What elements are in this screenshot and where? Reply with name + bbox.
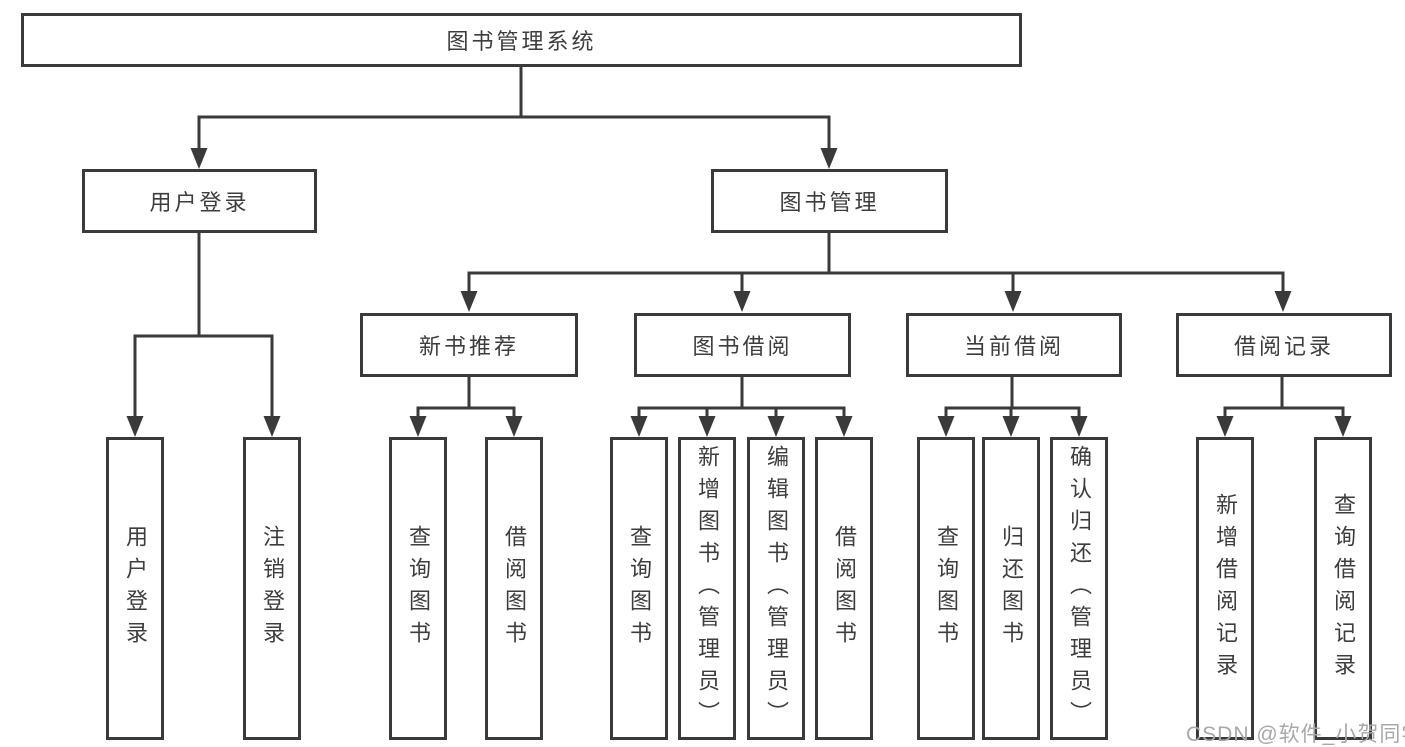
node-root-system: 图书管理系统 (21, 13, 1022, 67)
leaf-edit-book-admin: 编辑图书（管理员） (747, 437, 805, 740)
leaf-confirm-return-admin: 确认归还（管理员） (1050, 437, 1108, 740)
arrowhead-down (835, 416, 853, 437)
leaf-add-book-admin: 新增图书（管理员） (678, 437, 736, 740)
node-new-book-recommend: 新书推荐 (360, 313, 578, 377)
node-current-borrow: 当前借阅 (906, 313, 1122, 377)
leaf-query-book-borrow: 查询图书 (610, 437, 668, 740)
arrowhead-down (630, 416, 648, 437)
arrowhead-down (1334, 416, 1352, 437)
leaf-add-borrow-record: 新增借阅记录 (1196, 437, 1254, 740)
node-user-login-branch: 用户登录 (82, 169, 317, 233)
leaf-query-book-recommend-label: 查询图书 (406, 524, 431, 653)
arrowhead-down (767, 416, 785, 437)
leaf-logout-login: 注销登录 (243, 437, 301, 740)
arrowhead-down (1002, 416, 1020, 437)
node-user-login-branch-label: 用户登录 (149, 190, 250, 215)
arrowhead-down (190, 148, 208, 169)
arrowhead-down (409, 416, 427, 437)
arrowhead-down (937, 416, 955, 437)
node-new-book-recommend-label: 新书推荐 (418, 334, 519, 359)
node-book-management-branch: 图书管理 (711, 169, 948, 233)
arrowhead-down (820, 148, 838, 169)
leaf-user-login: 用户登录 (106, 437, 164, 740)
arrowhead-down (1274, 291, 1292, 312)
leaf-borrow-book: 借阅图书 (815, 437, 873, 740)
arrowhead-down (263, 416, 281, 437)
leaf-query-book-recommend: 查询图书 (389, 437, 447, 740)
arrowhead-down (733, 291, 751, 312)
node-book-borrow-label: 图书借阅 (692, 334, 793, 359)
csdn-watermark: CSDN @软件_小贺同学 (1186, 723, 1405, 746)
arrowhead-down (1070, 416, 1088, 437)
leaf-borrow-book-recommend-label: 借阅图书 (502, 524, 527, 653)
arrowhead-down (1216, 416, 1234, 437)
node-root-label: 图书管理系统 (446, 29, 597, 54)
node-book-borrow: 图书借阅 (634, 313, 851, 377)
leaf-query-book-borrow-label: 查询图书 (627, 524, 652, 653)
leaf-logout-login-label: 注销登录 (260, 524, 285, 653)
leaf-return-book-label: 归还图书 (999, 524, 1024, 653)
leaf-query-book-current: 查询图书 (917, 437, 975, 740)
arrowhead-down (1004, 291, 1022, 312)
node-borrow-records-label: 借阅记录 (1233, 334, 1334, 359)
leaf-edit-book-admin-label: 编辑图书（管理员） (764, 444, 789, 733)
arrowhead-down (505, 416, 523, 437)
leaf-confirm-return-admin-label: 确认归还（管理员） (1067, 444, 1092, 733)
node-current-borrow-label: 当前借阅 (963, 334, 1064, 359)
leaf-borrow-book-recommend: 借阅图书 (485, 437, 543, 740)
arrowhead-down (126, 416, 144, 437)
leaf-query-borrow-record-label: 查询借阅记录 (1331, 492, 1356, 685)
leaf-query-book-current-label: 查询图书 (934, 524, 959, 653)
leaf-borrow-book-label: 借阅图书 (832, 524, 857, 653)
node-book-management-branch-label: 图书管理 (779, 190, 880, 215)
arrowhead-down (460, 291, 478, 312)
leaf-add-borrow-record-label: 新增借阅记录 (1213, 492, 1238, 685)
leaf-return-book: 归还图书 (982, 437, 1040, 740)
leaf-query-borrow-record: 查询借阅记录 (1314, 437, 1372, 740)
arrowhead-down (698, 416, 716, 437)
leaf-add-book-admin-label: 新增图书（管理员） (695, 444, 720, 733)
leaf-user-login-label: 用户登录 (123, 524, 148, 653)
node-borrow-records: 借阅记录 (1176, 313, 1392, 377)
